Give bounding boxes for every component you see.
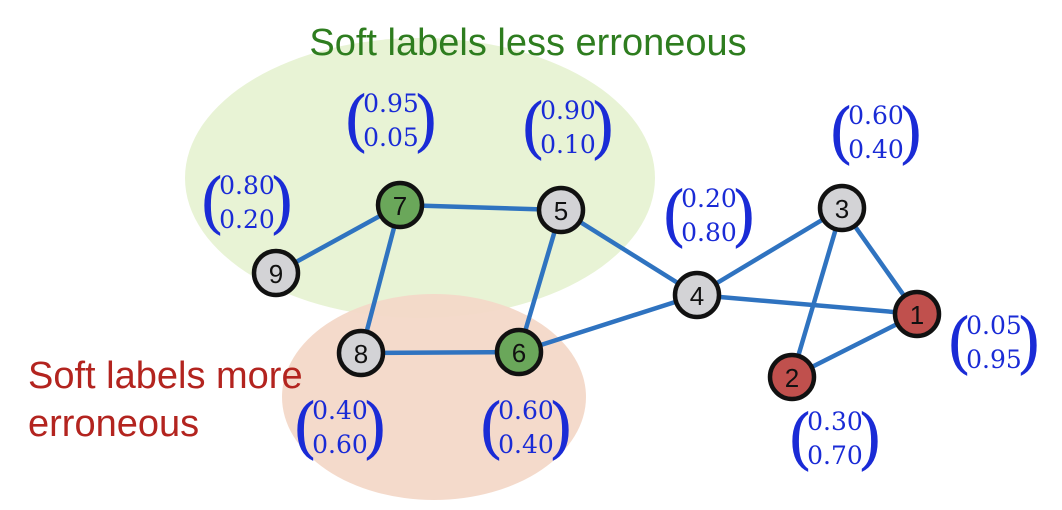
- prob-class-2: 0.05: [363, 123, 419, 152]
- left-paren: (: [946, 305, 972, 382]
- node-6: 6: [494, 327, 544, 377]
- soft-label-node-1: ()0.05 0.95: [946, 305, 1042, 382]
- less-erroneous-region: [185, 38, 655, 318]
- node-label: 1: [910, 300, 924, 330]
- left-paren: (: [520, 90, 546, 167]
- node-label: 7: [393, 191, 407, 221]
- edge-7-8: [358, 204, 403, 354]
- node-9: 9: [251, 248, 301, 298]
- right-paren: ): [590, 90, 616, 167]
- node-label: 8: [354, 339, 368, 369]
- prob-class-1: 0.60: [498, 396, 554, 425]
- node-label: 5: [554, 196, 568, 226]
- nodes: 1 2 3 4 5 6 7 8 9: [251, 180, 942, 402]
- left-paren: (: [199, 165, 225, 242]
- node-circle: [672, 270, 722, 320]
- prob-class-1: 0.90: [540, 96, 596, 125]
- node-label: 6: [512, 338, 526, 368]
- right-paren: ): [269, 165, 295, 242]
- left-paren: (: [478, 390, 504, 467]
- prob-class-2: 0.10: [540, 130, 596, 159]
- node-5: 5: [536, 185, 586, 235]
- node-label: 2: [785, 363, 799, 393]
- left-paren: (: [787, 401, 813, 478]
- prob-class-2: 0.60: [312, 430, 368, 459]
- edge-4-3: [695, 206, 844, 297]
- left-paren: (: [292, 390, 318, 467]
- prob-class-1: 0.20: [681, 184, 737, 213]
- node-1: 1: [892, 289, 942, 339]
- node-label: 3: [835, 194, 849, 224]
- left-paren: (: [343, 83, 369, 160]
- edge-4-1: [696, 292, 918, 317]
- node-label: 9: [269, 259, 283, 289]
- node-2: 2: [767, 352, 817, 402]
- prob-class-1: 0.40: [312, 396, 368, 425]
- right-paren: ): [1016, 305, 1042, 382]
- prob-class-2: 0.80: [681, 218, 737, 247]
- left-paren: (: [661, 178, 687, 255]
- node-7: 7: [375, 180, 425, 230]
- node-circle: [494, 327, 544, 377]
- soft-labels: ()0.050.95()0.300.70()0.600.40()0.200.80…: [199, 83, 1042, 478]
- soft-label-node-6: ()0.60 0.40: [478, 390, 574, 467]
- node-4: 4: [672, 270, 722, 320]
- node-circle: [817, 183, 867, 233]
- soft-label-node-9: ()0.80 0.20: [199, 165, 295, 242]
- prob-class-2: 0.40: [498, 430, 554, 459]
- node-circle: [767, 352, 817, 402]
- less-erroneous-title: Soft labels less erroneous: [309, 22, 746, 64]
- left-paren: (: [828, 95, 854, 172]
- right-paren: ): [731, 178, 757, 255]
- node-circle: [251, 248, 301, 298]
- right-paren: ): [857, 401, 883, 478]
- prob-class-1: 0.95: [363, 89, 419, 118]
- edge-7-5: [399, 202, 562, 213]
- soft-label-node-7: ()0.95 0.05: [343, 83, 439, 160]
- right-paren: ): [413, 83, 439, 160]
- soft-label-node-2: ()0.30 0.70: [787, 401, 883, 478]
- more-erroneous-title-line2: erroneous: [28, 403, 199, 445]
- edge-5-4: [559, 208, 699, 297]
- right-paren: ): [898, 95, 924, 172]
- prob-class-1: 0.80: [219, 171, 275, 200]
- edge-8-6: [360, 349, 520, 356]
- prob-class-1: 0.60: [848, 101, 904, 130]
- soft-label-node-5: ()0.90 0.10: [520, 90, 616, 167]
- soft-label-node-4: ()0.20 0.80: [661, 178, 757, 255]
- prob-class-1: 0.05: [966, 311, 1022, 340]
- prob-class-1: 0.30: [807, 407, 863, 436]
- node-circle: [375, 180, 425, 230]
- node-circle: [336, 328, 386, 378]
- edge-3-2: [789, 207, 845, 378]
- node-label: 4: [690, 281, 704, 311]
- prob-class-2: 0.40: [848, 135, 904, 164]
- edge-5-6: [516, 209, 564, 353]
- prob-class-2: 0.95: [966, 345, 1022, 374]
- prob-class-2: 0.70: [807, 441, 863, 470]
- node-circle: [536, 185, 586, 235]
- soft-label-node-8: ()0.40 0.60: [292, 390, 388, 467]
- node-circle: [892, 289, 942, 339]
- right-paren: ): [548, 390, 574, 467]
- node-3: 3: [817, 183, 867, 233]
- soft-label-node-3: ()0.60 0.40: [828, 95, 924, 172]
- edge-6-4: [518, 292, 698, 355]
- prob-class-2: 0.20: [219, 205, 275, 234]
- more-erroneous-title-line1: Soft labels more: [28, 355, 303, 397]
- node-8: 8: [336, 328, 386, 378]
- right-paren: ): [362, 390, 388, 467]
